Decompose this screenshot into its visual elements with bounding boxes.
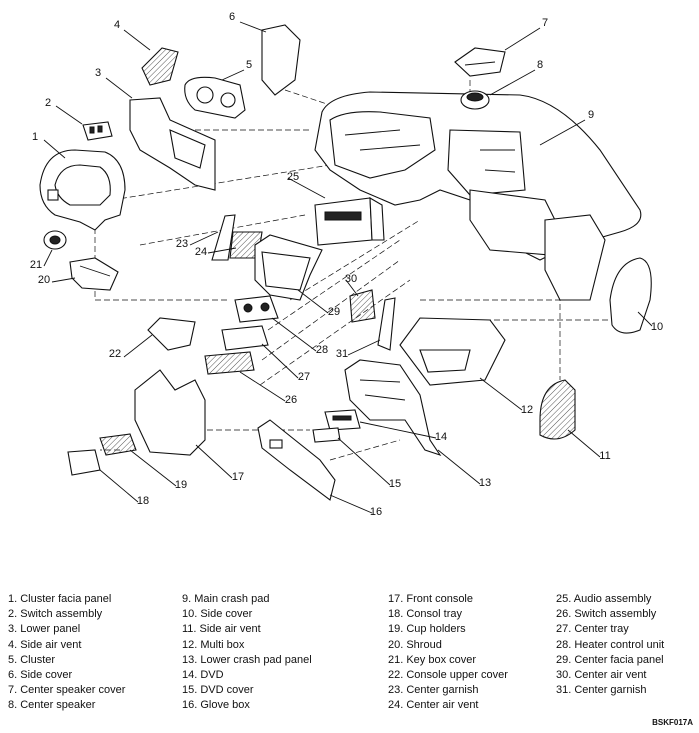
figure-code: BSKF017A — [652, 718, 693, 727]
callout-15: 15 — [389, 478, 401, 490]
legend-item: 12. Multi box — [182, 638, 245, 651]
callout-4: 4 — [114, 19, 120, 31]
center-garnish-31 — [377, 297, 396, 351]
legend-item: 14. DVD — [182, 669, 224, 682]
legend-item: 23. Center garnish — [388, 684, 479, 697]
legend-item: 25. Audio assembly — [556, 593, 652, 605]
front-console — [134, 369, 206, 456]
legend-item: 31. Center garnish — [556, 684, 647, 697]
legend-item: 28. Heater control unit — [556, 638, 665, 651]
legend-item: 26. Switch assembly — [556, 608, 657, 621]
exploded-parts-diagram: 1234567891011121314151617181920212223242… — [30, 11, 663, 518]
callout-21: 21 — [30, 259, 42, 271]
leader-lines — [43, 21, 653, 514]
center-speaker-cover — [454, 47, 506, 77]
callout-24: 24 — [195, 246, 207, 258]
callout-6: 6 — [229, 11, 235, 23]
callout-27: 27 — [298, 371, 310, 383]
cluster — [184, 76, 246, 119]
callout-17: 17 — [232, 471, 244, 483]
callout-1: 1 — [32, 131, 38, 143]
side-cover-10 — [609, 257, 652, 334]
console-tray — [67, 449, 101, 476]
legend-item: 6. Side cover — [8, 669, 73, 682]
callout-7: 7 — [542, 17, 548, 29]
callout-25: 25 — [287, 171, 299, 183]
legend-column-1: 1. Cluster facia panel 2. Switch assembly… — [8, 592, 125, 714]
legend-item: 21. Key box cover — [388, 653, 477, 666]
side-air-vent-11 — [539, 379, 576, 440]
legend-item: 1. Cluster facia panel — [8, 593, 112, 605]
legend-item: 8. Center speaker — [8, 699, 96, 712]
audio-assembly — [314, 197, 385, 246]
center-facia-panel — [254, 234, 323, 301]
callout-12: 12 — [521, 404, 533, 416]
callout-29: 29 — [328, 306, 340, 318]
callout-19: 19 — [175, 479, 187, 491]
legend-item: 17. Front console — [388, 593, 473, 605]
legend-item: 2. Switch assembly — [8, 608, 103, 621]
callout-22: 22 — [109, 348, 121, 360]
legend-item: 22. Console upper cover — [388, 669, 508, 682]
callout-18: 18 — [137, 495, 149, 507]
callout-8: 8 — [537, 59, 543, 71]
legend-item: 18. Consol tray — [388, 608, 462, 621]
legend-item: 5. Cluster — [8, 653, 56, 666]
callout-11: 11 — [599, 450, 610, 462]
console-upper-cover — [147, 317, 196, 351]
callout-3: 3 — [95, 67, 101, 79]
legend-item: 30. Center air vent — [556, 669, 647, 682]
legend-item: 15. DVD cover — [182, 684, 254, 697]
legend-item: 11. Side air vent — [182, 623, 261, 636]
legend-column-2: 9. Main crash pad 10. Side cover 11. Side … — [182, 592, 312, 714]
legend-item: 24. Center air vent — [388, 699, 479, 712]
callout-30: 30 — [345, 273, 357, 285]
side-cover-6 — [261, 24, 301, 96]
callout-31: 31 — [336, 348, 348, 360]
legend-item: 19. Cup holders — [388, 623, 466, 636]
center-tray — [221, 325, 269, 351]
callout-23: 23 — [176, 238, 188, 250]
heater-control-unit — [234, 295, 279, 323]
legend-item: 16. Glove box — [182, 699, 250, 712]
main-crash-pad — [314, 91, 642, 301]
callout-16: 16 — [370, 506, 382, 518]
center-air-vent-30 — [349, 289, 376, 323]
shroud — [69, 257, 119, 291]
callout-5: 5 — [246, 59, 252, 71]
switch-assembly-2 — [82, 121, 113, 141]
legend-item: 7. Center speaker cover — [8, 684, 126, 697]
cup-holders — [99, 433, 137, 456]
legend-item: 20. Shroud — [388, 638, 442, 651]
legend-item: 9. Main crash pad — [182, 593, 270, 605]
callout-26: 26 — [285, 394, 297, 406]
side-air-vent-4 — [141, 47, 179, 86]
legend-column-4: 25. Audio assembly 26. Switch assembly 27.… — [556, 592, 664, 698]
lower-crash-pad-panel — [344, 359, 442, 457]
lower-panel — [129, 97, 216, 191]
legend-item: 4. Side air vent — [8, 638, 82, 651]
cluster-facia-panel — [39, 149, 126, 231]
glove-box — [257, 419, 336, 501]
callout-13: 13 — [479, 477, 491, 489]
legend-item: 13. Lower crash pad panel — [182, 653, 312, 666]
center-speaker — [460, 90, 490, 110]
callout-2: 2 — [45, 97, 51, 109]
multi-box — [399, 317, 506, 386]
legend-item: 3. Lower panel — [8, 623, 81, 636]
callout-9: 9 — [588, 109, 594, 121]
callout-28: 28 — [316, 344, 328, 356]
legend-item: 10. Side cover — [182, 608, 253, 621]
switch-assembly-26 — [204, 351, 255, 375]
dvd-cover — [312, 427, 341, 443]
legend-column-3: 17. Front console 18. Consol tray 19. Cup … — [388, 592, 508, 714]
callout-14: 14 — [435, 431, 447, 443]
key-box-cover — [43, 230, 67, 250]
legend-item: 27. Center tray — [556, 623, 629, 636]
callout-10: 10 — [651, 321, 663, 333]
callout-20: 20 — [38, 274, 50, 286]
dvd — [324, 409, 361, 431]
legend-item: 29. Center facia panel — [556, 653, 664, 666]
